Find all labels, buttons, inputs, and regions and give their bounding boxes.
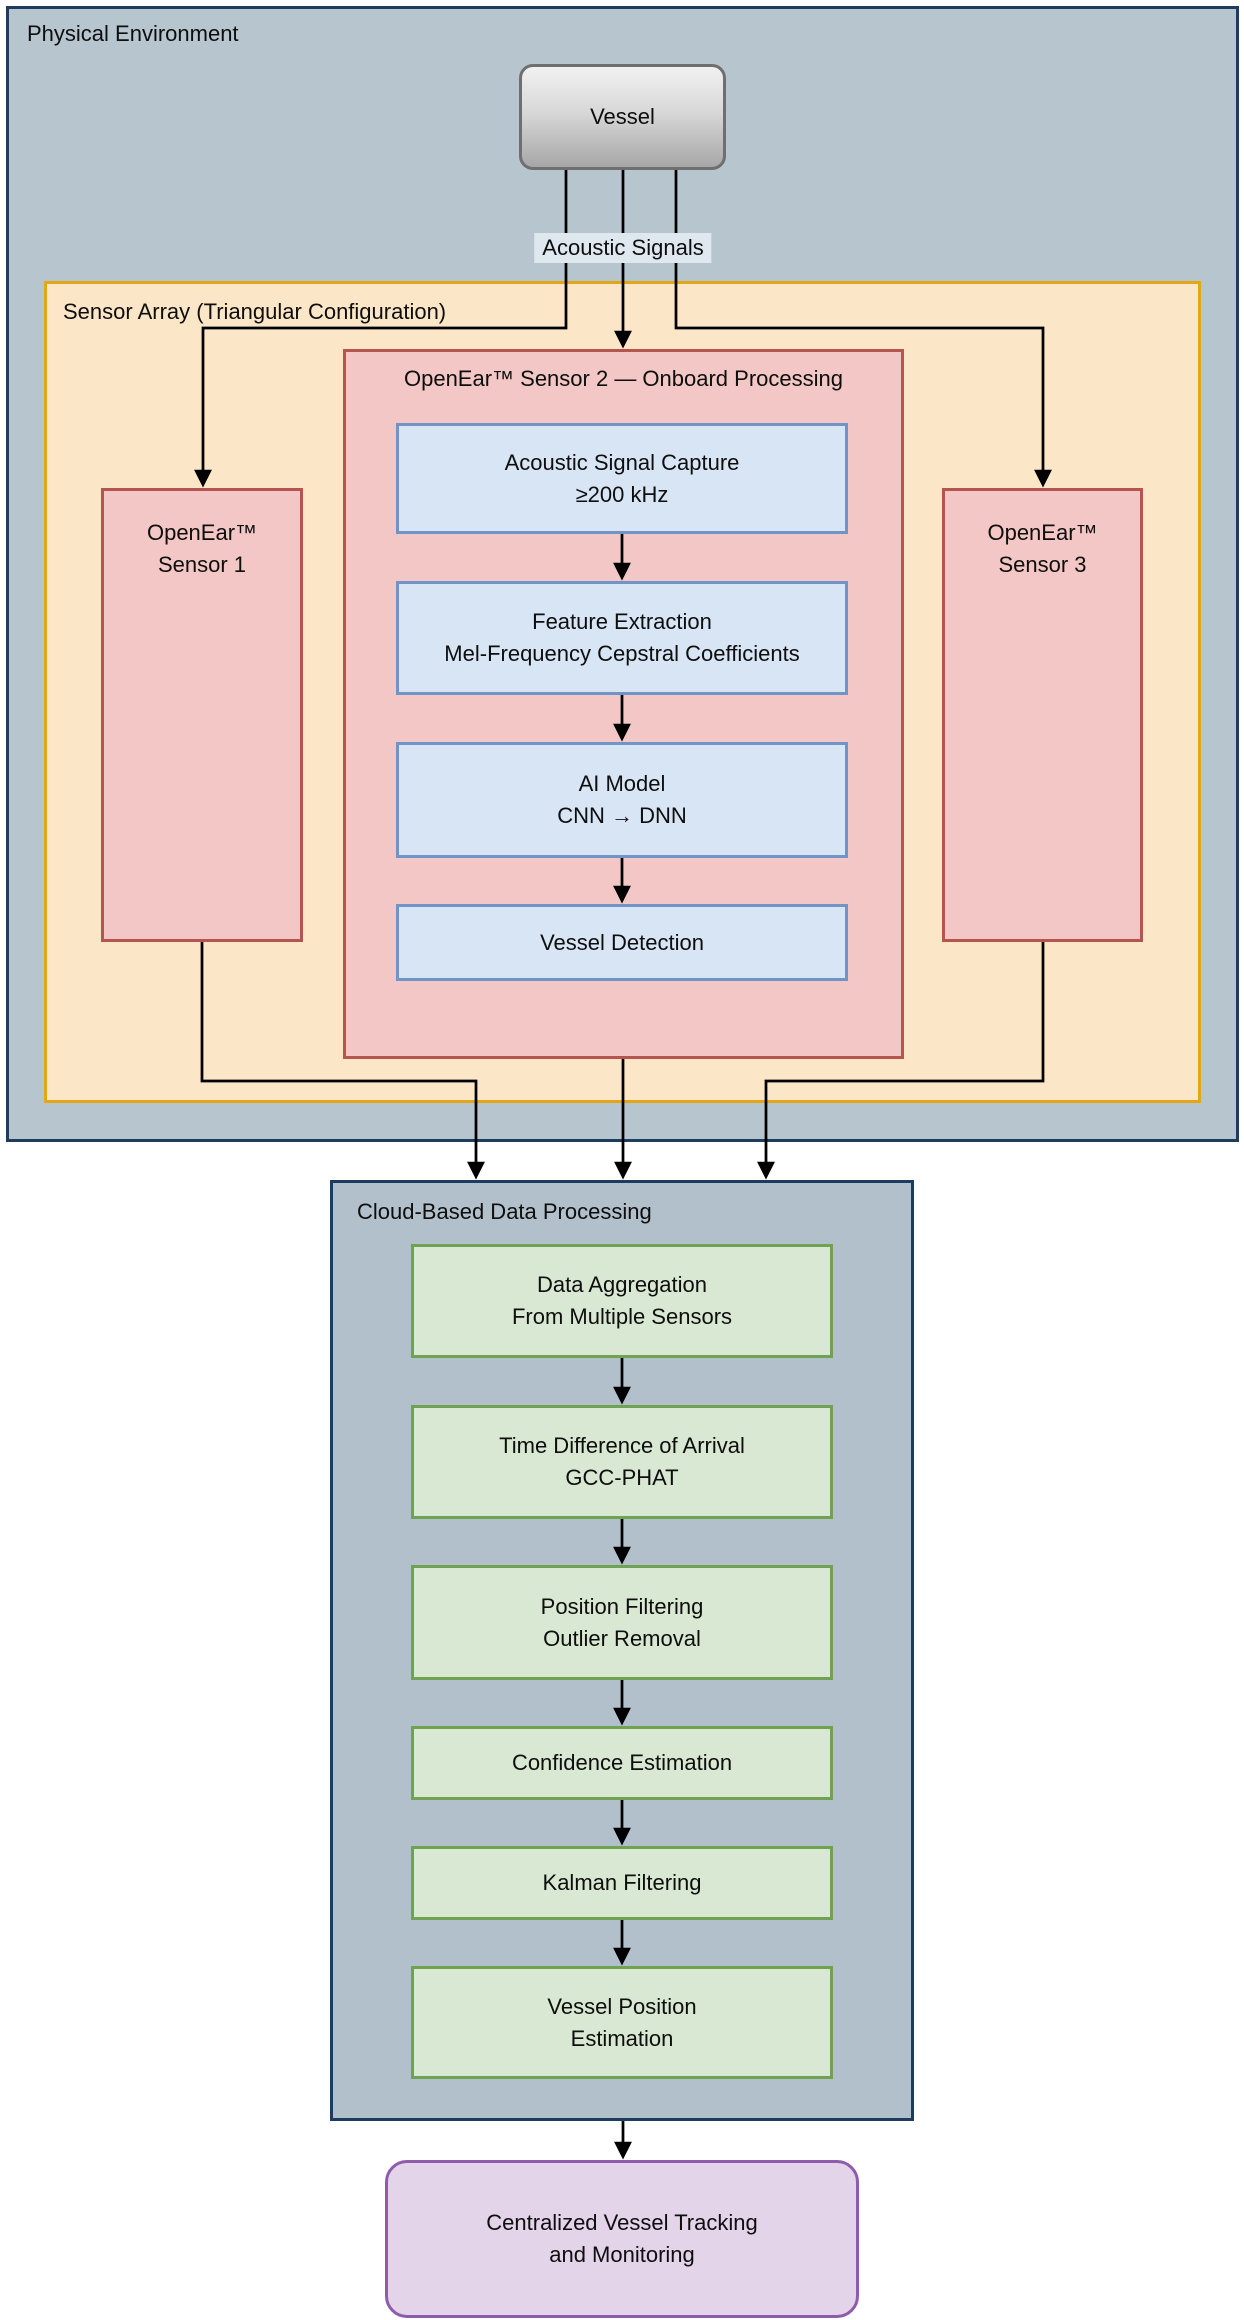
step-text: ≥200 kHz [575,481,669,507]
step-ai-model: AI Model CNN → DNN [396,742,848,858]
step-data-aggregation: Data Aggregation From Multiple Sensors [411,1244,833,1358]
output-text: and Monitoring [549,2242,695,2267]
vessel-node: Vessel [519,64,726,170]
step-text: Outlier Removal [543,1625,701,1651]
step-text: Vessel Detection [540,929,704,955]
sensor3-node: OpenEar™ Sensor 3 [942,488,1143,942]
step-text: Confidence Estimation [511,1750,733,1776]
step-vessel-position-estimation: Vessel Position Estimation [411,1966,833,2079]
step-vessel-detection: Vessel Detection [396,904,848,981]
output-text: Centralized Vessel Tracking [486,2210,758,2236]
sensor-array-title: Sensor Array (Triangular Configuration) [63,299,447,324]
physical-environment-title: Physical Environment [27,21,239,46]
step-acoustic-signal-capture: Acoustic Signal Capture ≥200 kHz [396,423,848,534]
sensor2-title: OpenEar™ Sensor 2 — Onboard Processing [403,366,843,391]
acoustic-signals-label: Acoustic Signals [534,233,712,263]
step-text: Data Aggregation [536,1272,708,1298]
step-feature-extraction: Feature Extraction Mel-Frequency Cepstra… [396,581,848,695]
sensor3-label-line1: OpenEar™ [987,520,1098,545]
step-text: From Multiple Sensors [511,1304,733,1329]
vessel-label: Vessel [590,104,655,130]
cloud-processing-title: Cloud-Based Data Processing [357,1199,652,1224]
step-text: Mel-Frequency Cepstral Coefficients [444,641,800,666]
step-confidence-estimation: Confidence Estimation [411,1726,833,1800]
sensor1-label-line1: OpenEar™ [146,520,258,545]
step-text: Position Filtering [540,1593,704,1619]
sensor3-label-line2: Sensor 3 [998,551,1087,577]
sensor1-node: OpenEar™ Sensor 1 [101,488,303,942]
step-time-difference-of-arrival: Time Difference of Arrival GCC-PHAT [411,1405,833,1519]
step-text: AI Model [578,771,666,797]
output-tracking-node: Centralized Vessel Tracking and Monitori… [385,2160,859,2318]
step-text: Estimation [570,2025,674,2051]
step-position-filtering: Position Filtering Outlier Removal [411,1565,833,1680]
step-text: Acoustic Signal Capture [504,449,740,475]
step-text: CNN → DNN [557,803,687,828]
step-text: GCC-PHAT [565,1465,679,1490]
step-text: Time Difference of Arrival [499,1433,745,1459]
step-kalman-filtering: Kalman Filtering [411,1846,833,1920]
sensor1-label-line2: Sensor 1 [157,551,247,577]
step-text: Vessel Position [547,1993,697,2019]
step-text: Feature Extraction [532,609,712,635]
step-text: Kalman Filtering [542,1870,702,1896]
